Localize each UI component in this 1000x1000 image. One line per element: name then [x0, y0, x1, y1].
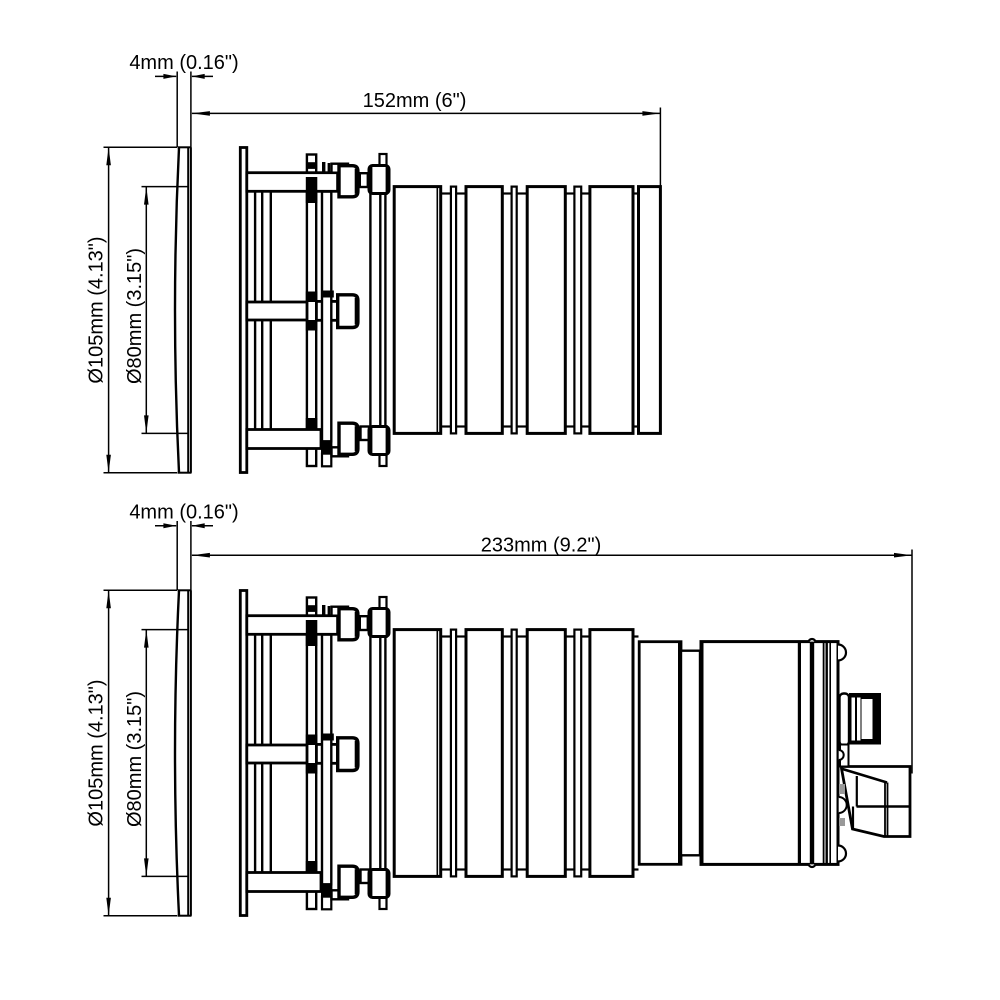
svg-text:4mm (0.16"): 4mm (0.16") [129, 52, 238, 74]
svg-text:Ø105mm (4.13"): Ø105mm (4.13") [86, 236, 108, 383]
svg-text:Ø80mm (3.15"): Ø80mm (3.15") [124, 691, 146, 827]
svg-text:Ø80mm (3.15"): Ø80mm (3.15") [124, 248, 146, 384]
svg-text:233mm (9.2"): 233mm (9.2") [481, 535, 601, 557]
svg-text:Ø105mm (4.13"): Ø105mm (4.13") [86, 679, 108, 826]
svg-text:152mm (6"): 152mm (6") [363, 90, 467, 112]
svg-text:4mm (0.16"): 4mm (0.16") [129, 502, 238, 524]
